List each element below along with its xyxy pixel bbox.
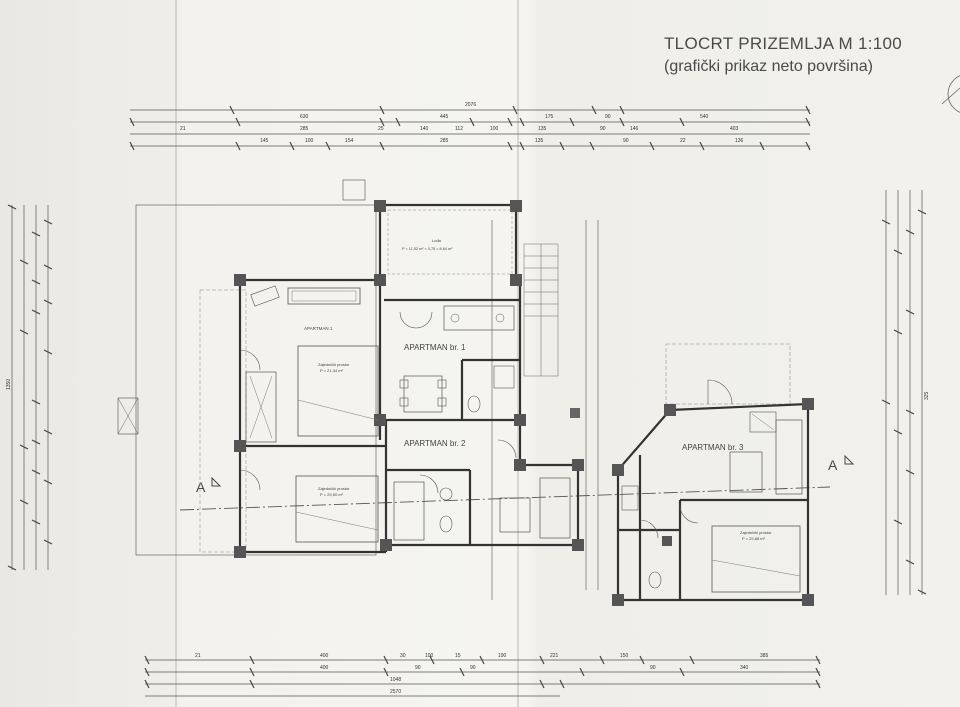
dim-label: 146	[630, 126, 639, 132]
dim-label: 1048	[390, 677, 401, 683]
dim-label: 340	[740, 665, 749, 671]
dim-label: 25	[378, 126, 384, 132]
dim-label: 135	[535, 138, 544, 144]
dim-label: 540	[700, 114, 709, 120]
bedroom-2-area: P = 29,50 m²	[320, 492, 344, 497]
dim-label: 445	[440, 114, 449, 120]
drawing-title-block: TLOCRT PRIZEMLJA M 1:100 (grafički prika…	[664, 34, 924, 76]
bottom-dimension-labels: 21 400 30 100 15 190 221 150 385 400 90 …	[195, 653, 769, 695]
dim-label: 285	[440, 138, 449, 144]
top-dimension-lines	[130, 109, 810, 147]
dim-label: 90	[605, 114, 611, 120]
bedroom-1-area: P = 21,34 m²	[320, 368, 344, 373]
dim-label: 221	[550, 653, 559, 659]
apartment-2-label: APARTMAN br. 2	[404, 439, 466, 448]
bedroom-1-label: Zajednički prostor	[318, 362, 350, 367]
bedroom-3-label: Zajednički prostor	[740, 530, 772, 535]
loggia-label: Lođa	[432, 238, 442, 243]
dim-label: 136	[735, 138, 744, 144]
dim-label: 2076	[465, 102, 476, 108]
building-left	[234, 200, 584, 558]
dim-label: 325	[924, 391, 930, 400]
dim-label: 90	[623, 138, 629, 144]
bottom-dimension-lines	[145, 659, 820, 697]
bedroom-3-area: P = 29,88 m²	[742, 536, 766, 541]
dim-label: 112	[455, 126, 463, 132]
dim-label: 21	[195, 653, 201, 659]
dim-label: 400	[320, 653, 329, 659]
loggia-area: P = 11,52 m² × 0,75 = 8,64 m²	[402, 247, 453, 251]
left-dimension-lines	[11, 205, 49, 570]
dim-label: 100	[490, 126, 499, 132]
dim-label: 100	[305, 138, 314, 144]
dim-label: 400	[320, 665, 329, 671]
apartment-3-label: APARTMAN br. 3	[682, 443, 744, 452]
dim-label: 90	[600, 126, 606, 132]
dim-label: 90	[650, 665, 656, 671]
dim-label: 154	[345, 138, 354, 144]
building-right	[612, 343, 814, 606]
north-arrow-icon	[947, 75, 960, 113]
dim-label: 140	[420, 126, 429, 132]
dim-label: 385	[760, 653, 769, 659]
drawing-title: TLOCRT PRIZEMLJA M 1:100	[664, 34, 903, 53]
section-line	[179, 486, 831, 511]
dim-label: 100	[425, 653, 434, 659]
section-marker-left: A	[196, 479, 206, 495]
dim-label: 30	[400, 653, 406, 659]
section-marker-right: A	[828, 457, 838, 473]
drawing-subtitle: (grafički prikaz neto površina)	[664, 58, 873, 75]
dim-label: 90	[415, 665, 421, 671]
dim-label: 2570	[390, 689, 401, 695]
dim-label: 145	[260, 138, 269, 144]
top-dimension-labels: 2076 630 445 175 90 540 21 285 25 140 11…	[180, 102, 744, 144]
dim-label: 15	[455, 653, 461, 659]
site-outline	[135, 204, 377, 556]
apartment-1-label: APARTMAN br. 1	[404, 343, 466, 352]
dim-label: 135	[538, 126, 547, 132]
dim-label: 630	[300, 114, 309, 120]
dim-label: 403	[730, 126, 739, 132]
dim-label: 150	[620, 653, 629, 659]
right-dimension-lines	[885, 190, 923, 595]
dim-label: 21	[180, 126, 186, 132]
dim-label: 22	[680, 138, 686, 144]
dim-label: 190	[498, 653, 507, 659]
dim-label: 175	[545, 114, 554, 120]
dim-label: 90	[470, 665, 476, 671]
apartment-1-small-label: APARTMAN 1	[304, 326, 333, 331]
dim-label: 1350	[6, 379, 12, 390]
bedroom-2-label: Zajednički prostor	[318, 486, 350, 491]
dim-label: 285	[300, 126, 309, 132]
